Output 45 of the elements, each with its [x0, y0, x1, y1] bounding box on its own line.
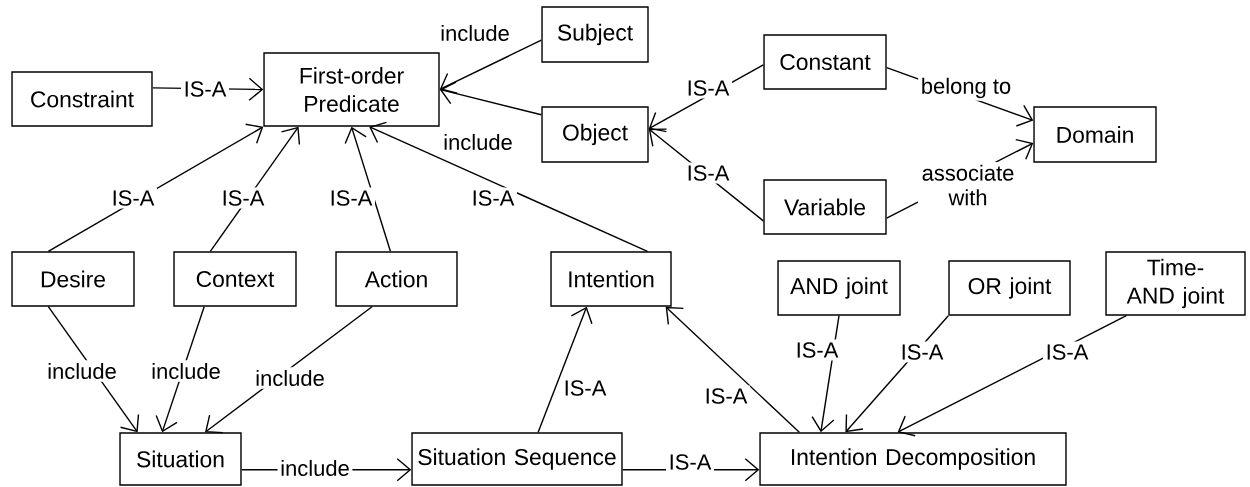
- concept-box: Context: [173, 251, 297, 307]
- concept-box: Constant: [763, 34, 887, 90]
- concept-box: Object: [541, 106, 649, 163]
- arrow: [209, 126, 301, 252]
- edge-label: IS-A: [898, 341, 946, 363]
- concept-box: Desire: [11, 251, 135, 307]
- edge-label: IS-A: [684, 77, 732, 99]
- concept-box: Situation: [119, 432, 242, 486]
- edge-label: IS-A: [666, 451, 714, 473]
- edge-label: include: [277, 457, 353, 479]
- edge-label: include: [148, 360, 224, 382]
- concept-box: First-order Predicate: [263, 52, 440, 127]
- edge-label: IS-A: [684, 162, 732, 184]
- concept-box: Intention Decomposition: [759, 432, 1067, 486]
- edge-label: IS-A: [1043, 341, 1091, 363]
- edge-label: include: [44, 360, 120, 382]
- edge-label: belong to: [918, 75, 1014, 101]
- arrow: [665, 306, 800, 433]
- concept-box: Constraint: [11, 71, 153, 127]
- concept-box: Domain: [1033, 106, 1157, 163]
- edge-label: IS-A: [327, 187, 375, 209]
- concept-box: Variable: [763, 179, 887, 235]
- edge-label: IS-A: [181, 78, 229, 100]
- arrow: [537, 306, 593, 433]
- concept-box: AND joint: [777, 260, 901, 316]
- concept-box: Time-AND joint: [1105, 251, 1246, 316]
- edge-label: IS-A: [219, 187, 267, 209]
- edge-label: associate with: [917, 162, 1019, 208]
- edge-label: IS-A: [109, 187, 157, 209]
- arrow: [439, 81, 543, 116]
- edge-label: IS-A: [793, 339, 841, 361]
- edge-label: include: [440, 131, 516, 153]
- edge-label: include: [437, 22, 513, 44]
- concept-box: Situation Sequence: [411, 432, 623, 486]
- concept-box: Intention: [550, 251, 672, 307]
- concept-box: Subject: [541, 6, 649, 63]
- concept-box: Action: [335, 251, 458, 307]
- concept-box: OR joint: [948, 260, 1071, 316]
- edge-label: IS-A: [702, 385, 750, 407]
- arrow: [369, 121, 649, 252]
- edge-label: include: [252, 367, 328, 389]
- arrow: [344, 126, 392, 252]
- arrow: [439, 39, 543, 94]
- edge-label: IS-A: [469, 187, 517, 209]
- edge-label: IS-A: [561, 377, 609, 399]
